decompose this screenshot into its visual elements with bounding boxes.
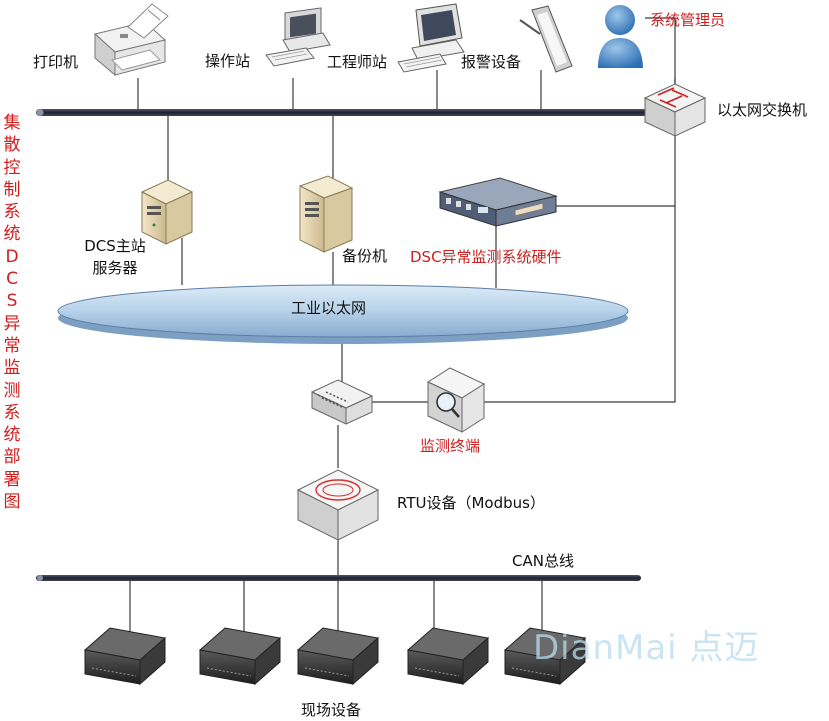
engineer-station-icon — [397, 3, 465, 73]
industrial-ethernet-ellipse — [57, 284, 629, 344]
watermark: DianMai 点迈 — [533, 628, 760, 668]
sysadmin-person-icon — [598, 5, 643, 68]
dcs-server-label-line2: 服务器 — [92, 259, 138, 277]
alarm-device-label: 报警设备 — [461, 53, 522, 71]
ethernet-switch-icon — [643, 83, 707, 137]
operator-station-icon — [265, 7, 331, 67]
rtu-icon — [296, 469, 380, 541]
dsc-hardware-icon — [438, 177, 558, 227]
connection-lines — [129, 17, 676, 634]
field-device-1 — [83, 627, 167, 686]
printer-label: 打印机 — [33, 53, 79, 71]
field-device-2 — [198, 627, 282, 686]
ethernet-switch-label: 以太网交换机 — [717, 101, 808, 119]
can-bus-label: CAN总线 — [512, 552, 574, 570]
rtu-label: RTU设备（Modbus） — [397, 494, 545, 512]
dcs-server-icon — [140, 179, 194, 245]
backup-label: 备份机 — [342, 247, 388, 265]
hub-icon — [310, 379, 374, 425]
field-device-3 — [296, 627, 380, 686]
field-device-5 — [503, 627, 587, 686]
industrial-ethernet-label: 工业以太网 — [291, 299, 367, 317]
printer-icon — [93, 3, 169, 77]
alarm-device-icon — [519, 5, 573, 73]
diagram-side-title: 集散控制系统DCS异常监测系统部署图 — [3, 113, 21, 513]
engineer-station-label: 工程师站 — [327, 53, 388, 71]
can-bus — [36, 575, 641, 581]
operator-station-label: 操作站 — [205, 52, 251, 70]
field-device-4 — [406, 627, 490, 686]
monitor-terminal-label: 监测终端 — [420, 437, 481, 455]
dsc-hardware-label: DSC异常监测系统硬件 — [410, 248, 562, 266]
sysadmin-label: 系统管理员 — [650, 11, 726, 29]
dcs-server-label-line1: DCS主站 — [84, 237, 146, 255]
monitor-terminal-icon — [426, 367, 486, 433]
field-devices-label: 现场设备 — [301, 701, 362, 719]
top-bus — [36, 109, 656, 116]
backup-server-icon — [298, 175, 354, 253]
